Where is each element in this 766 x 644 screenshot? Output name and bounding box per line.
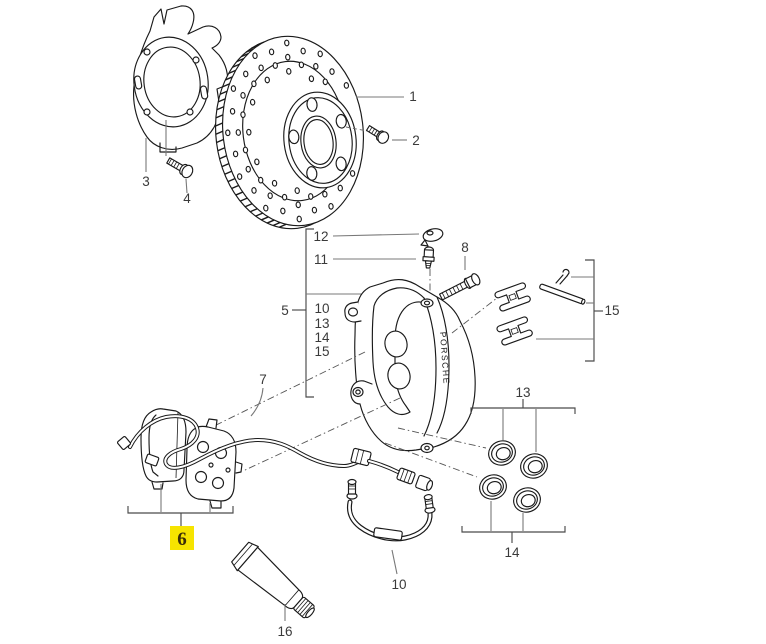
bleeder-cap-drawing bbox=[420, 228, 444, 247]
callout-13[interactable]: 13 bbox=[515, 385, 530, 400]
shield-screw-drawing bbox=[166, 157, 194, 179]
pad-retainer-clip-upper bbox=[494, 282, 531, 312]
leader-7 bbox=[250, 387, 264, 417]
callout-8[interactable]: 8 bbox=[461, 240, 469, 255]
seal-lower-bracket bbox=[461, 501, 566, 543]
callout-2[interactable]: 2 bbox=[412, 133, 420, 148]
callout-10[interactable]: 10 bbox=[391, 577, 406, 592]
brake-pads-bracket bbox=[127, 484, 234, 526]
retaining-pin-drawing bbox=[539, 283, 586, 305]
dashed-line-2 bbox=[345, 126, 368, 132]
align-line-caliper-seals-2 bbox=[384, 442, 478, 478]
disc-screw-drawing bbox=[365, 125, 390, 144]
group5-item-10[interactable]: 10 bbox=[314, 301, 329, 316]
cotter-pin-drawing bbox=[555, 268, 570, 285]
group5-item-13[interactable]: 13 bbox=[314, 316, 329, 331]
bleeder-valve-drawing bbox=[422, 246, 435, 269]
callout-7[interactable]: 7 bbox=[259, 372, 267, 387]
brake-disc-drawing bbox=[214, 35, 365, 230]
splash-shield-drawing bbox=[132, 5, 229, 156]
caliper-drawing: PORSCHE bbox=[344, 278, 476, 454]
highlight-box[interactable] bbox=[170, 526, 194, 550]
callout-5[interactable]: 5 bbox=[281, 303, 289, 318]
pad-retainer-clip-lower bbox=[496, 316, 533, 346]
seal-ring-3 bbox=[479, 474, 507, 500]
callout-15[interactable]: 15 bbox=[604, 303, 619, 318]
group5-item-15[interactable]: 15 bbox=[314, 344, 329, 359]
seal-ring-4 bbox=[513, 487, 541, 513]
group5-item-14[interactable]: 14 bbox=[314, 330, 330, 345]
leader-10 bbox=[391, 549, 398, 575]
callout-16[interactable]: 16 bbox=[277, 624, 292, 639]
callout-14[interactable]: 14 bbox=[504, 545, 520, 560]
callout-4[interactable]: 4 bbox=[183, 191, 191, 206]
callout-12[interactable]: 12 bbox=[313, 229, 328, 244]
seal-upper-bracket bbox=[470, 399, 576, 452]
callout-6-highlighted[interactable]: 6 bbox=[177, 529, 187, 550]
align-line-caliper-seals-1 bbox=[397, 427, 487, 449]
seal-ring-1 bbox=[488, 440, 516, 466]
seal-ring-2 bbox=[520, 453, 548, 479]
brake-pad-inner bbox=[185, 418, 243, 509]
callout-1[interactable]: 1 bbox=[409, 89, 417, 104]
brake-hose-drawing bbox=[346, 478, 436, 542]
leader-4 bbox=[185, 178, 188, 194]
callout-3[interactable]: 3 bbox=[142, 174, 150, 189]
callout-11[interactable]: 11 bbox=[314, 252, 328, 267]
caliper-bolt-drawing bbox=[438, 273, 481, 301]
wear-sensor-drawing bbox=[116, 414, 434, 492]
retaining-set-bracket bbox=[536, 259, 603, 362]
caliper-brand-text: PORSCHE bbox=[438, 331, 452, 385]
lubricant-tube-drawing bbox=[231, 541, 315, 619]
align-line-caliper-clips bbox=[451, 297, 498, 334]
align-line-caliper-pads-1 bbox=[209, 351, 366, 429]
